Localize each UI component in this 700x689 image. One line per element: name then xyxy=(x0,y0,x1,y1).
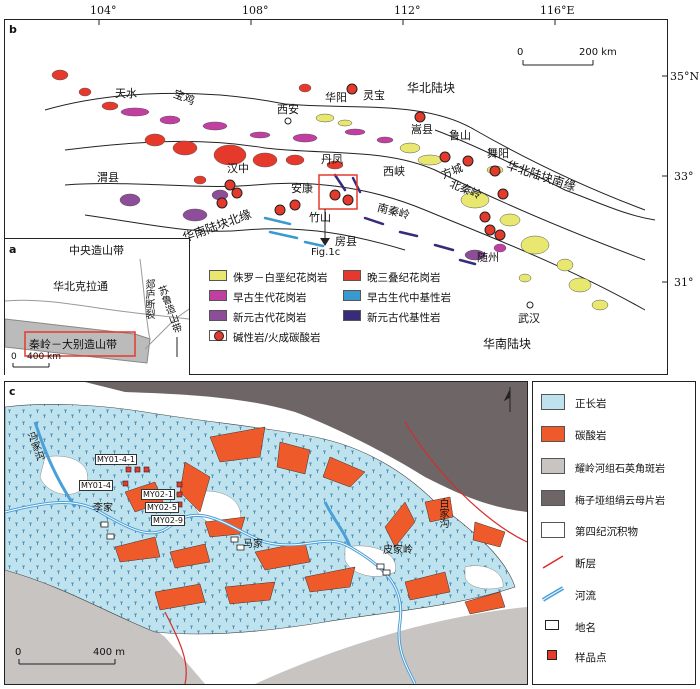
legend-swatch-triassic-granite xyxy=(343,270,361,281)
lon-tick-104: 104° xyxy=(90,4,117,17)
panel-a-scale-dist: 400 km xyxy=(27,352,62,362)
panel-c-geology xyxy=(5,382,527,684)
legend-river: 河流 xyxy=(575,590,596,602)
place-huayang: 华阳 xyxy=(325,91,347,104)
legend-keratophyre: 耀岭河组石英角斑岩 xyxy=(575,464,665,475)
lon-tick-108: 108° xyxy=(242,4,269,17)
legend-swatch-neoproterozoic-mafic xyxy=(343,310,361,321)
panel-a-geology xyxy=(5,258,189,368)
place-tianshui: 天水 xyxy=(115,87,137,100)
legend-fault: 断层 xyxy=(575,558,596,570)
legend-quaternary: 第四纪沉积物 xyxy=(575,526,638,538)
lat-tick-35: 35°N xyxy=(670,70,700,83)
legend-swatch-sample xyxy=(547,650,557,660)
sample-my02-1: MY02-1 xyxy=(141,489,175,500)
legend-swatch-neoproterozoic-granite xyxy=(209,310,227,321)
legend-triassic-granite: 晚三叠纪花岗岩 xyxy=(367,272,441,284)
legend-jurassic-granite: 侏罗－白垩纪花岗岩 xyxy=(233,272,328,284)
sample-my02-9: MY02-9 xyxy=(151,515,185,526)
north-china-craton: 华北克拉通 xyxy=(53,280,108,293)
place-lijia: 李家 xyxy=(93,503,113,514)
legend-syenite: 正长岩 xyxy=(575,398,607,410)
legend-neoproterozoic-mafic: 新元古代基性岩 xyxy=(367,312,441,324)
legend-swatch-paleozoic-granite xyxy=(209,290,227,301)
legend-swatch-schist xyxy=(541,490,565,506)
legend-swatch-keratophyre xyxy=(541,458,565,474)
panel-c-map: c 冯家沟 李家 马家 皮家岭 白家沟 MY01-4-1 MY01-4 MY02… xyxy=(4,381,528,685)
place-fangxian: 房县 xyxy=(335,235,357,248)
panel-c-scale-zero: 0 xyxy=(15,647,22,658)
legend-swatch-jurassic-granite xyxy=(209,270,227,281)
place-hanzhong: 汉中 xyxy=(227,162,249,175)
legend-swatch-paleozoic-mafic xyxy=(343,290,361,301)
central-orogen: 中央造山带 xyxy=(69,244,124,257)
panel-b-geology xyxy=(44,20,667,311)
place-songxian: 嵩县 xyxy=(411,123,433,136)
place-ankang: 安康 xyxy=(291,182,313,195)
place-baijiagou: 白家沟 xyxy=(437,498,448,528)
legend-sample: 样品点 xyxy=(575,652,607,664)
place-lingbao: 灵宝 xyxy=(363,89,385,102)
sample-my01-4-1: MY01-4-1 xyxy=(95,454,137,465)
legend-neoproterozoic-granite: 新元古代花岗岩 xyxy=(233,312,307,324)
region-north-china-block: 华北陆块 xyxy=(407,81,456,95)
legend-swatch-placename xyxy=(545,620,559,630)
scale-dist: 200 km xyxy=(579,47,617,58)
place-xixia: 西峡 xyxy=(383,165,405,178)
panel-b-map: b 0 200 km 天水 宝鸡 西安 华阳 灵宝 嵩县 鲁山 舞阳 汉中 丹凤… xyxy=(4,19,668,375)
legend-paleozoic-mafic: 早古生代中基性岩 xyxy=(367,292,451,304)
lat-tick-31: 31° xyxy=(674,276,694,289)
legend-river-symbol xyxy=(541,586,565,602)
panel-a-label: a xyxy=(9,243,17,256)
panel-a-inset: a 中央造山带 华北克拉通 秦岭－大别造山带 郯庐断裂 苏鲁造山带 0 400 … xyxy=(5,238,190,375)
scale-zero: 0 xyxy=(517,47,524,58)
place-wuhan: 武汉 xyxy=(518,312,540,325)
place-zhushan: 竹山 xyxy=(309,211,331,224)
legend-fault-symbol xyxy=(542,555,564,569)
place-pijialing: 皮家岭 xyxy=(383,545,413,556)
legend-swatch-carbonatite xyxy=(541,426,565,442)
place-majia: 马家 xyxy=(243,539,263,550)
tanlu-fault: 郯庐断裂 xyxy=(143,279,154,319)
place-lushan: 鲁山 xyxy=(449,129,471,142)
sample-my01-4: MY01-4 xyxy=(79,480,113,491)
place-wuyang: 舞阳 xyxy=(487,147,509,160)
legend-schist: 梅子垭组绢云母片岩 xyxy=(575,496,665,507)
legend-alkaline-carbonatite: 碱性岩/火成碳酸岩 xyxy=(233,332,321,344)
place-xian: 西安 xyxy=(277,103,299,116)
lat-tick-33: 33° xyxy=(674,170,694,183)
legend-placename: 地名 xyxy=(575,622,596,634)
panel-c-label: c xyxy=(9,385,16,398)
place-danfeng: 丹凤 xyxy=(321,153,343,166)
panel-c-scale-dist: 400 m xyxy=(93,647,126,658)
legend-swatch-syenite xyxy=(541,394,565,410)
lon-tick-112: 112° xyxy=(394,4,421,17)
legend-paleozoic-granite: 早古生代花岗岩 xyxy=(233,292,307,304)
panel-c-legend: 正长岩 碳酸岩 耀岭河组石英角斑岩 梅子垭组绢云母片岩 第四纪沉积物 断层 河流… xyxy=(532,381,696,685)
panel-b-label: b xyxy=(9,23,17,36)
place-suizhou: 随州 xyxy=(477,251,499,264)
legend-swatch-alkaline xyxy=(209,330,227,341)
place-weixian: 渭县 xyxy=(97,171,119,184)
panel-b-legend: 侏罗－白垩纪花岗岩 晚三叠纪花岗岩 早古生代花岗岩 早古生代中基性岩 新元古代花… xyxy=(205,266,467,358)
inset-arrow-label: Fig.1c xyxy=(311,247,341,258)
qinling-dabie-orogen: 秦岭－大别造山带 xyxy=(29,338,117,351)
legend-swatch-quaternary xyxy=(541,522,565,538)
sample-my02-5: MY02-5 xyxy=(145,502,179,513)
region-south-china-block: 华南陆块 xyxy=(483,337,532,351)
legend-carbonatite: 碳酸岩 xyxy=(575,430,607,442)
lon-tick-116: 116°E xyxy=(540,4,575,17)
panel-a-scale-zero: 0 xyxy=(11,352,17,362)
